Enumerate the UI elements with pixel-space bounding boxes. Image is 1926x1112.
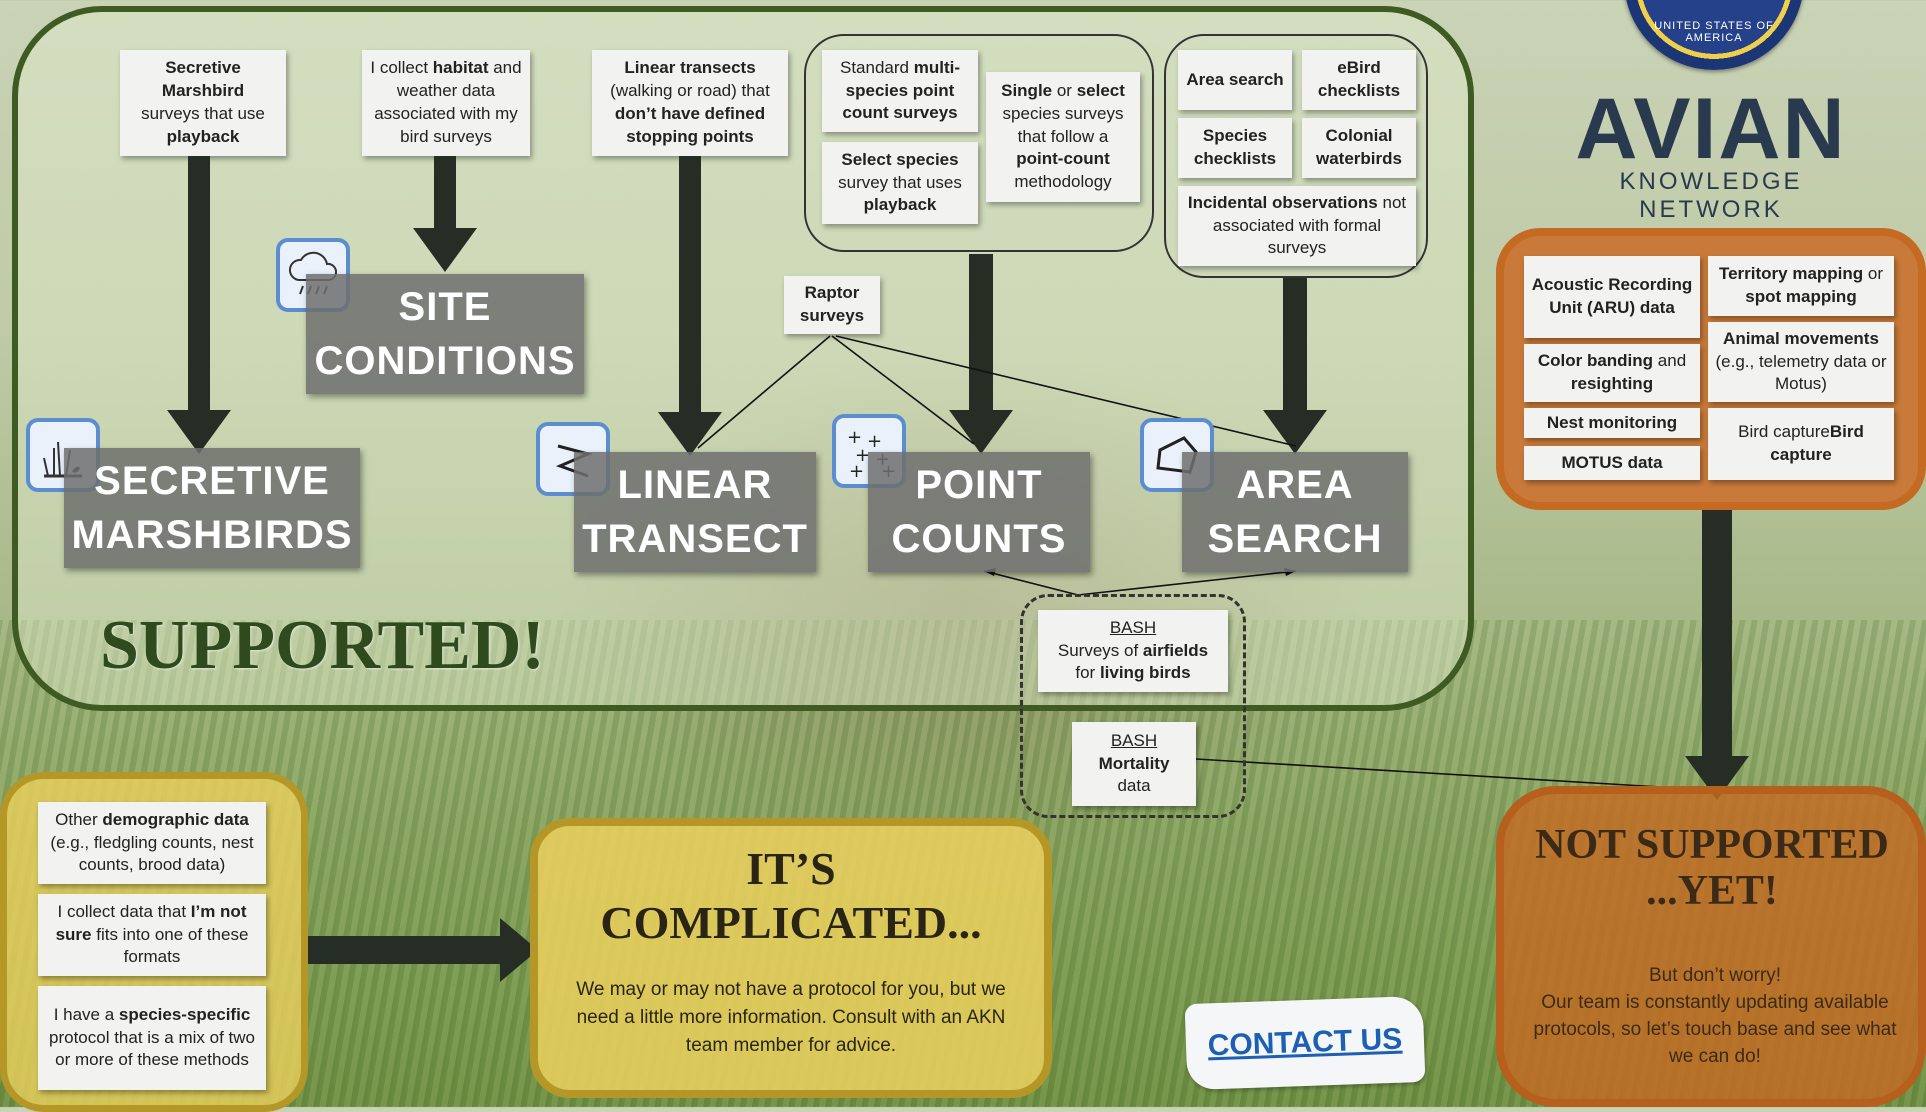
point-count-group (804, 34, 1154, 252)
arrow-area-head (1263, 410, 1327, 454)
arrow-linear (679, 156, 701, 418)
card-bird-capture: Bird captureBird capture (1708, 408, 1894, 480)
brand-logo: AVIAN KNOWLEDGE NETWORK (1575, 81, 1847, 223)
arrow-marsh (188, 156, 210, 416)
card-not-sure-fits: I collect data that I’m not sure fits in… (38, 894, 266, 976)
card-select-species-playback: Select species survey that uses playback (822, 142, 978, 224)
card-aru-data: Acoustic Recording Unit (ARU) data (1524, 256, 1700, 338)
area-search-group (1164, 34, 1428, 278)
arrow-area (1283, 278, 1307, 416)
svg-text:+: + (847, 427, 862, 448)
card-other-demographic: Other demographic data (e.g., fledgling … (38, 802, 266, 884)
card-species-checklists: Species checklists (1178, 118, 1292, 178)
supported-title: SUPPORTED! (100, 607, 545, 684)
card-area-search: Area search (1178, 50, 1292, 110)
complicated-panel (530, 818, 1052, 1098)
card-species-specific-protocol: I have a species-specific protocol that … (38, 986, 266, 1090)
card-single-select-species: Single or select species surveys that fo… (986, 72, 1140, 202)
card-motus-data: MOTUS data (1524, 446, 1700, 480)
card-incidental-observations: Incidental observations not associated w… (1178, 186, 1416, 266)
bash-group (1020, 594, 1246, 818)
card-nest-monitoring: Nest monitoring (1524, 408, 1700, 438)
contact-us-button[interactable]: CONTACT US (1184, 995, 1426, 1091)
arrow-site (434, 156, 456, 232)
arrow-linear-head (658, 412, 722, 456)
card-colonial-waterbirds: Colonial waterbirds (1302, 118, 1416, 178)
svg-text:+: + (849, 461, 864, 479)
arrow-not-supported (1702, 510, 1732, 764)
card-raptor-surveys: Raptor surveys (784, 276, 880, 334)
card-linear-transects: Linear transects (walking or road) that … (592, 50, 788, 156)
card-animal-movements: Animal movements (e.g., telemetry data o… (1708, 322, 1894, 402)
card-multi-species-point-count: Standard multi-species point count surve… (822, 50, 978, 132)
arrow-point-head (949, 410, 1013, 454)
svg-text:+: + (867, 431, 882, 452)
card-color-banding: Color banding and resighting (1524, 344, 1700, 402)
complicated-body: We may or may not have a protocol for yo… (576, 979, 1006, 1056)
arrow-point (969, 254, 993, 416)
not-supported-body: But don’t worry!Our team is constantly u… (1533, 965, 1897, 1067)
not-supported-panel (1496, 786, 1926, 1107)
card-ebird-checklists: eBird checklists (1302, 50, 1416, 110)
card-habitat-weather: I collect habitat and weather data assoc… (362, 50, 530, 156)
arrow-marsh-head (167, 410, 231, 454)
not-supported-title: NOT SUPPORTED...YET! (1535, 822, 1889, 914)
card-territory-mapping: Territory mapping or spot mapping (1708, 256, 1894, 316)
arrow-site-head (413, 228, 477, 272)
contact-us-label[interactable]: CONTACT US (1207, 1022, 1403, 1063)
svg-text:+: + (855, 445, 870, 466)
arrow-complicated (308, 936, 504, 964)
